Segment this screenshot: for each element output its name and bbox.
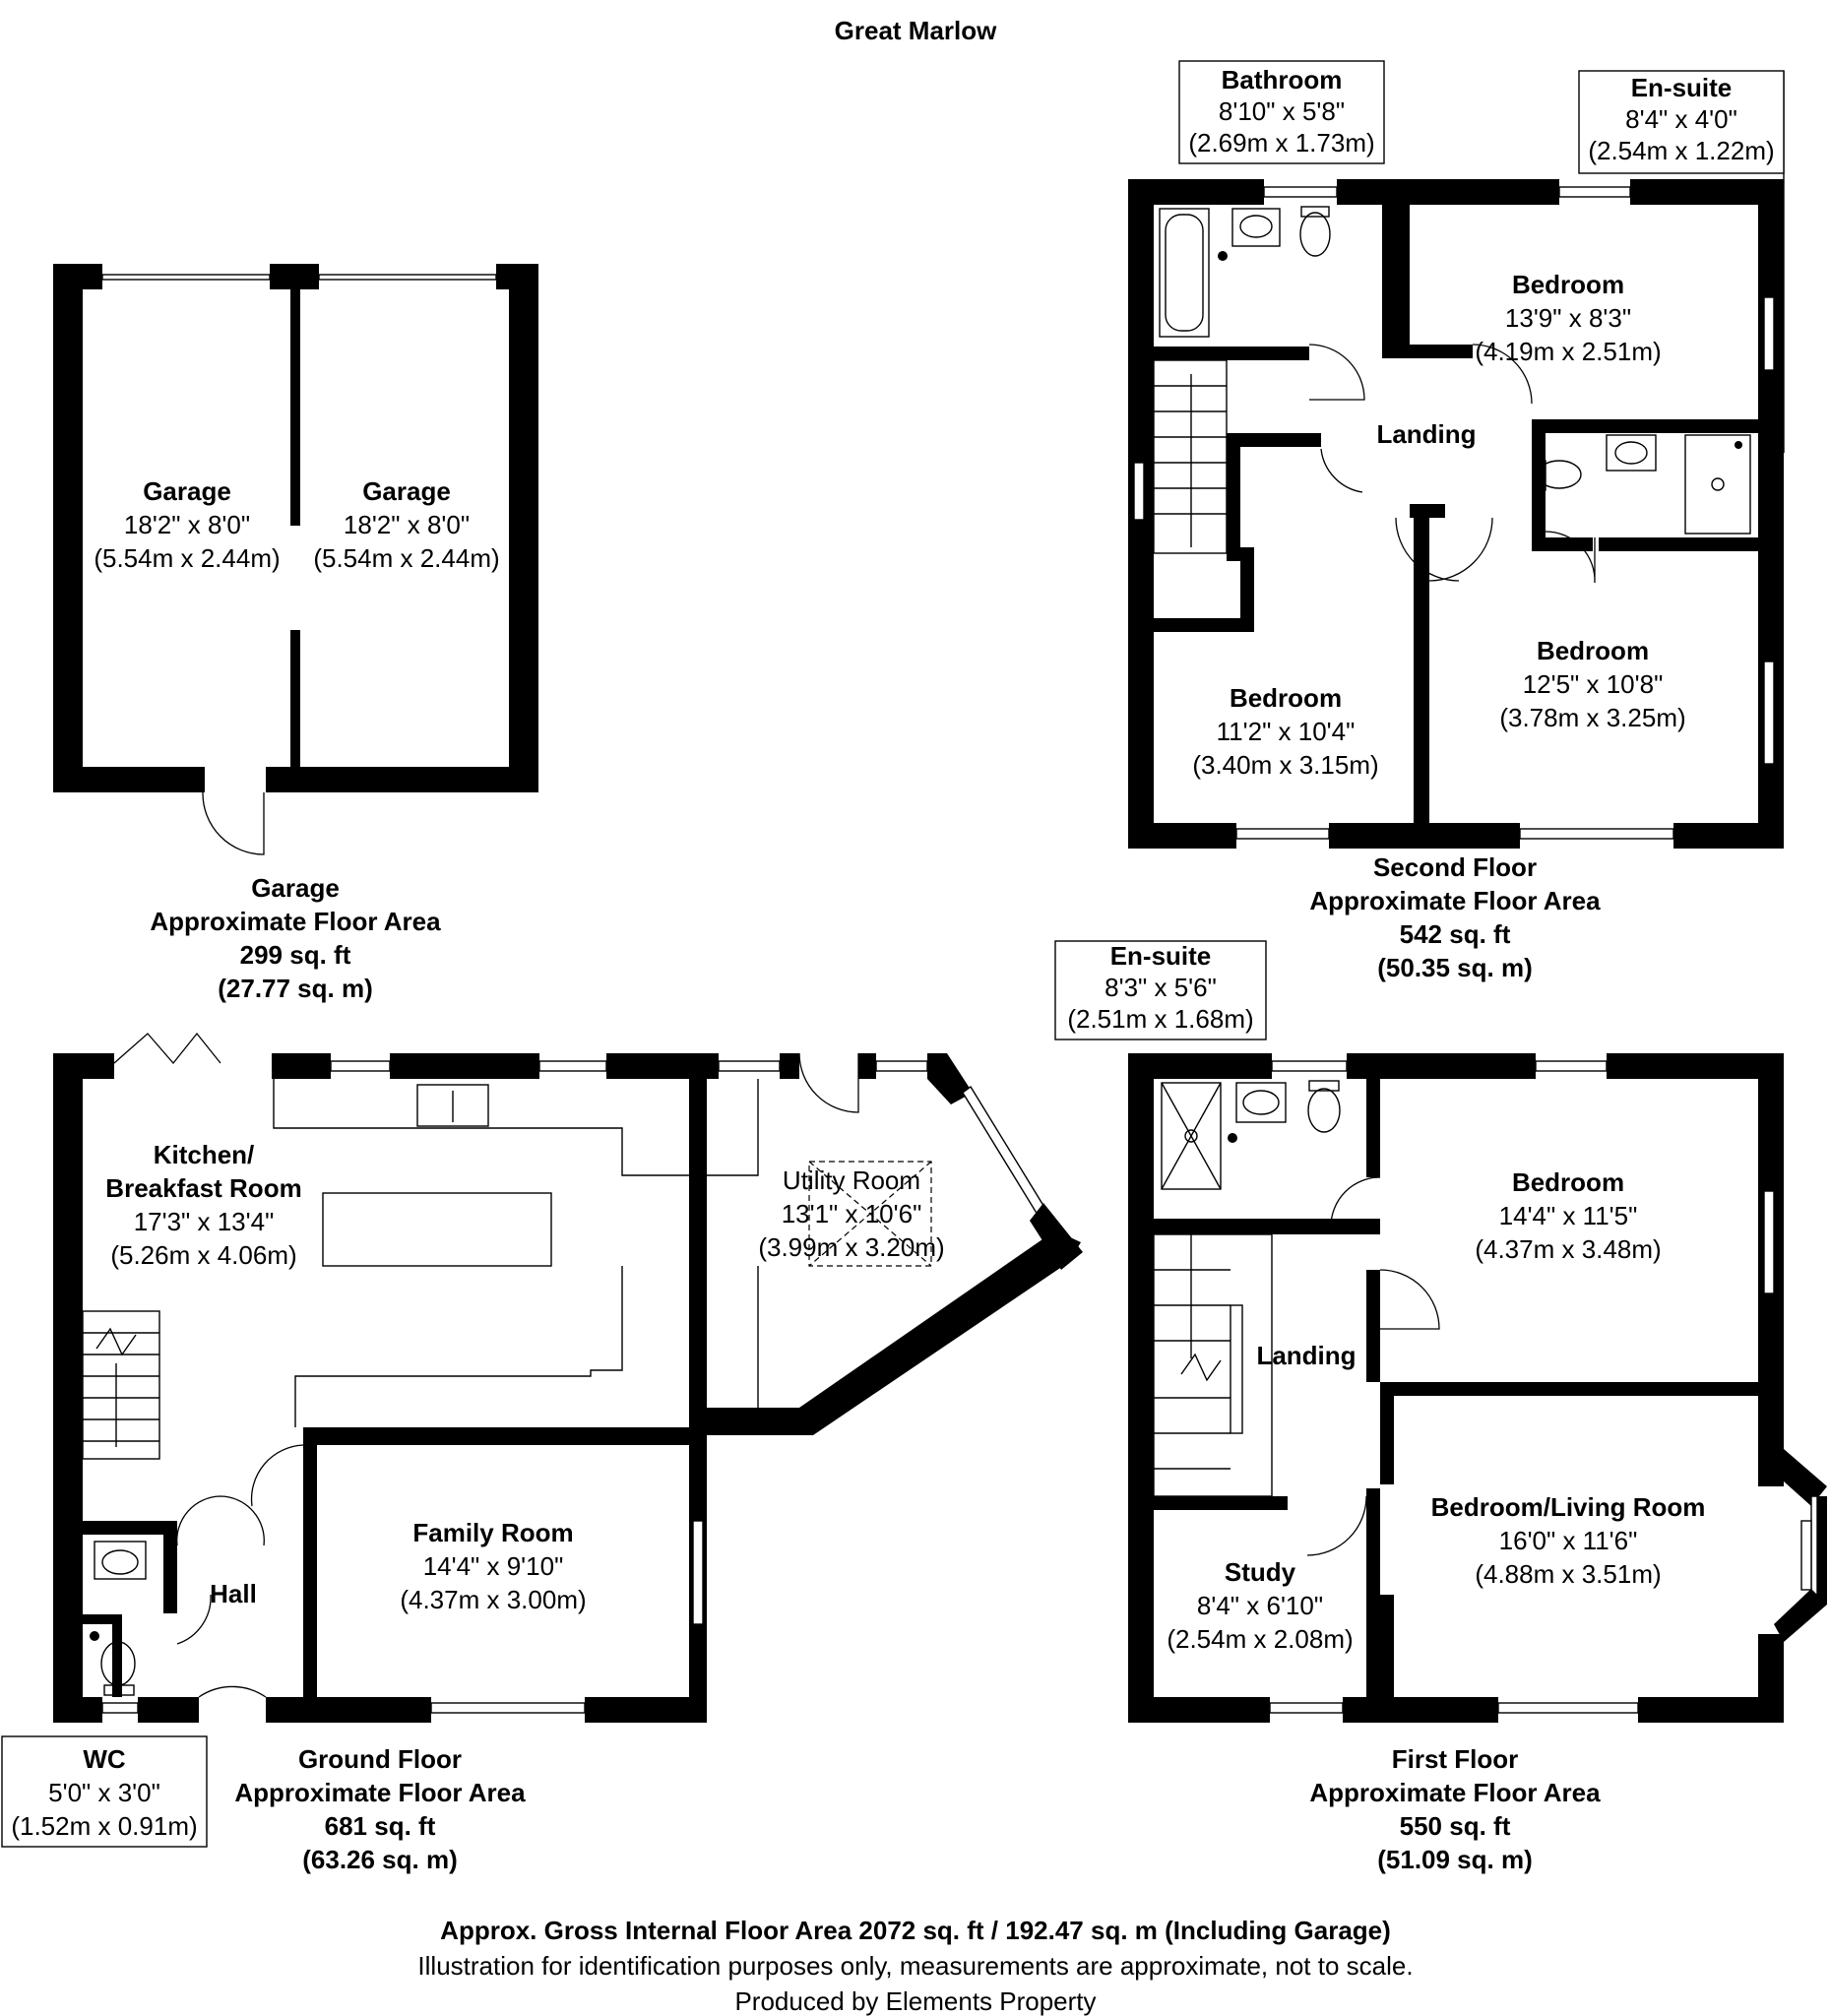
svg-text:(27.77 sq. m): (27.77 sq. m) (218, 974, 373, 1003)
disclaimer: Illustration for identification purposes… (417, 1951, 1413, 1981)
room-bedroom-first: Bedroom 14'4" x 11'5" (4.37m x 3.48m) (1475, 1167, 1661, 1264)
svg-text:En-suite: En-suite (1631, 73, 1733, 102)
room-garage-2: Garage 18'2" x 8'0" (5.54m x 2.44m) (313, 476, 499, 573)
svg-text:11'2" x 10'4": 11'2" x 10'4" (1217, 717, 1356, 746)
svg-text:(1.52m x 0.91m): (1.52m x 0.91m) (11, 1811, 197, 1841)
room-family: Family Room 14'4" x 9'10" (4.37m x 3.00m… (400, 1518, 586, 1614)
svg-text:(51.09 sq. m): (51.09 sq. m) (1377, 1845, 1533, 1874)
svg-text:Landing: Landing (1376, 419, 1476, 449)
svg-text:12'5" x 10'8": 12'5" x 10'8" (1523, 669, 1664, 699)
room-utility: Utility Room 13'1" x 10'6" (3.99m x 3.20… (758, 1166, 944, 1262)
svg-text:Approximate Floor Area: Approximate Floor Area (1309, 886, 1601, 915)
svg-text:Bedroom: Bedroom (1512, 270, 1624, 299)
svg-text:Garage: Garage (143, 476, 231, 506)
plan-title: Great Marlow (835, 16, 997, 45)
first-floor-plan (1128, 1053, 1827, 1723)
svg-text:Second Floor: Second Floor (1373, 852, 1537, 882)
svg-text:13'1" x 10'6": 13'1" x 10'6" (782, 1199, 922, 1228)
svg-text:299 sq. ft: 299 sq. ft (240, 940, 351, 970)
svg-text:13'9" x 8'3": 13'9" x 8'3" (1505, 303, 1631, 333)
svg-text:18'2" x 8'0": 18'2" x 8'0" (344, 510, 470, 539)
room-study: Study 8'4" x 6'10" (2.54m x 2.08m) (1167, 1557, 1353, 1654)
svg-text:(2.69m x 1.73m): (2.69m x 1.73m) (1188, 128, 1374, 158)
svg-text:Bathroom: Bathroom (1222, 65, 1343, 94)
room-landing-second: Landing (1376, 419, 1476, 449)
garage-plan (53, 264, 538, 855)
garage-area-label: Garage Approximate Floor Area 299 sq. ft… (150, 873, 441, 1003)
first-floor-area-label: Second Floor Approximate Floor Area 542 … (1309, 852, 1601, 982)
svg-text:681 sq. ft: 681 sq. ft (325, 1811, 436, 1841)
svg-text:WC: WC (83, 1744, 126, 1774)
svg-text:First Floor: First Floor (1392, 1744, 1519, 1774)
room-bathroom: Bathroom 8'10" x 5'8" (2.69m x 1.73m) (1178, 60, 1385, 164)
svg-text:Study: Study (1225, 1557, 1296, 1587)
svg-text:(5.54m x 2.44m): (5.54m x 2.44m) (94, 543, 280, 573)
svg-text:550 sq. ft: 550 sq. ft (1400, 1811, 1511, 1841)
svg-text:(2.51m x 1.68m): (2.51m x 1.68m) (1067, 1004, 1253, 1034)
svg-text:Bedroom: Bedroom (1230, 683, 1342, 713)
svg-text:Bedroom/Living Room: Bedroom/Living Room (1431, 1492, 1706, 1522)
svg-text:8'4" x 6'10": 8'4" x 6'10" (1197, 1591, 1323, 1620)
room-landing-first: Landing (1256, 1341, 1356, 1370)
svg-text:Landing: Landing (1256, 1341, 1356, 1370)
svg-text:(4.37m x 3.00m): (4.37m x 3.00m) (400, 1585, 586, 1614)
svg-text:8'4" x 4'0": 8'4" x 4'0" (1625, 104, 1737, 134)
svg-text:542 sq. ft: 542 sq. ft (1400, 919, 1511, 949)
svg-text:Approximate Floor Area: Approximate Floor Area (1309, 1778, 1601, 1807)
room-bedroom-second-2: Bedroom 12'5" x 10'8" (3.78m x 3.25m) (1499, 636, 1685, 732)
room-kitchen-breakfast: Kitchen/ Breakfast Room 17'3" x 13'4" (5… (105, 1140, 301, 1270)
svg-text:Utility Room: Utility Room (783, 1166, 920, 1195)
ground-floor-area-label: Ground Floor Approximate Floor Area 681 … (234, 1744, 526, 1874)
svg-text:(5.54m x 2.44m): (5.54m x 2.44m) (313, 543, 499, 573)
svg-text:Approximate Floor Area: Approximate Floor Area (234, 1778, 526, 1807)
svg-text:17'3" x 13'4": 17'3" x 13'4" (134, 1207, 275, 1236)
room-ensuite-first: En-suite 8'3" x 5'6" (2.51m x 1.68m) (1054, 940, 1267, 1040)
svg-text:Ground Floor: Ground Floor (298, 1744, 462, 1774)
ground-floor-plan (53, 1032, 1083, 1723)
svg-text:Bedroom: Bedroom (1537, 636, 1649, 665)
svg-text:8'10" x 5'8": 8'10" x 5'8" (1219, 96, 1345, 126)
svg-text:Garage: Garage (362, 476, 451, 506)
room-wc: WC 5'0" x 3'0" (1.52m x 0.91m) (1, 1735, 208, 1848)
svg-text:Bedroom: Bedroom (1512, 1167, 1624, 1197)
gross-area: Approx. Gross Internal Floor Area 2072 s… (440, 1916, 1391, 1945)
svg-text:Kitchen/: Kitchen/ (154, 1140, 255, 1169)
svg-text:(4.19m x 2.51m): (4.19m x 2.51m) (1475, 337, 1661, 366)
second-floor-plan (1128, 71, 1785, 849)
svg-text:8'3" x 5'6": 8'3" x 5'6" (1104, 973, 1217, 1002)
svg-text:(5.26m x 4.06m): (5.26m x 4.06m) (110, 1240, 296, 1270)
first-floor-area-label-bottom: First Floor Approximate Floor Area 550 s… (1309, 1744, 1601, 1874)
producer: Produced by Elements Property (734, 1986, 1096, 2016)
svg-text:(3.78m x 3.25m): (3.78m x 3.25m) (1499, 703, 1685, 732)
svg-text:(2.54m x 2.08m): (2.54m x 2.08m) (1167, 1624, 1353, 1654)
svg-text:(4.37m x 3.48m): (4.37m x 3.48m) (1475, 1234, 1661, 1264)
svg-text:(4.88m x 3.51m): (4.88m x 3.51m) (1475, 1559, 1661, 1589)
svg-text:Approximate Floor Area: Approximate Floor Area (150, 907, 441, 936)
room-ensuite-second: En-suite 8'4" x 4'0" (2.54m x 1.22m) (1578, 70, 1785, 174)
svg-text:(63.26 sq. m): (63.26 sq. m) (302, 1845, 458, 1874)
room-hall: Hall (210, 1579, 257, 1608)
svg-text:14'4" x 11'5": 14'4" x 11'5" (1499, 1201, 1638, 1230)
svg-text:(2.54m x 1.22m): (2.54m x 1.22m) (1588, 136, 1774, 165)
svg-text:(3.40m x 3.15m): (3.40m x 3.15m) (1192, 750, 1378, 780)
room-bedroom-living: Bedroom/Living Room 16'0" x 11'6" (4.88m… (1431, 1492, 1706, 1589)
svg-text:14'4" x 9'10": 14'4" x 9'10" (423, 1551, 564, 1581)
room-bedroom-second-3: Bedroom 11'2" x 10'4" (3.40m x 3.15m) (1192, 683, 1378, 780)
svg-text:Breakfast Room: Breakfast Room (105, 1173, 301, 1203)
svg-text:(50.35 sq. m): (50.35 sq. m) (1377, 953, 1533, 982)
svg-text:En-suite: En-suite (1110, 941, 1212, 971)
svg-text:(3.99m x 3.20m): (3.99m x 3.20m) (758, 1232, 944, 1262)
room-bedroom-second-1: Bedroom 13'9" x 8'3" (4.19m x 2.51m) (1475, 270, 1661, 366)
svg-text:Garage: Garage (251, 873, 340, 903)
svg-text:16'0" x 11'6": 16'0" x 11'6" (1499, 1526, 1638, 1555)
svg-text:5'0" x 3'0": 5'0" x 3'0" (48, 1778, 160, 1807)
room-garage-1: Garage 18'2" x 8'0" (5.54m x 2.44m) (94, 476, 280, 573)
svg-text:Hall: Hall (210, 1579, 257, 1608)
svg-text:18'2" x 8'0": 18'2" x 8'0" (124, 510, 250, 539)
svg-text:Family Room: Family Room (412, 1518, 573, 1547)
